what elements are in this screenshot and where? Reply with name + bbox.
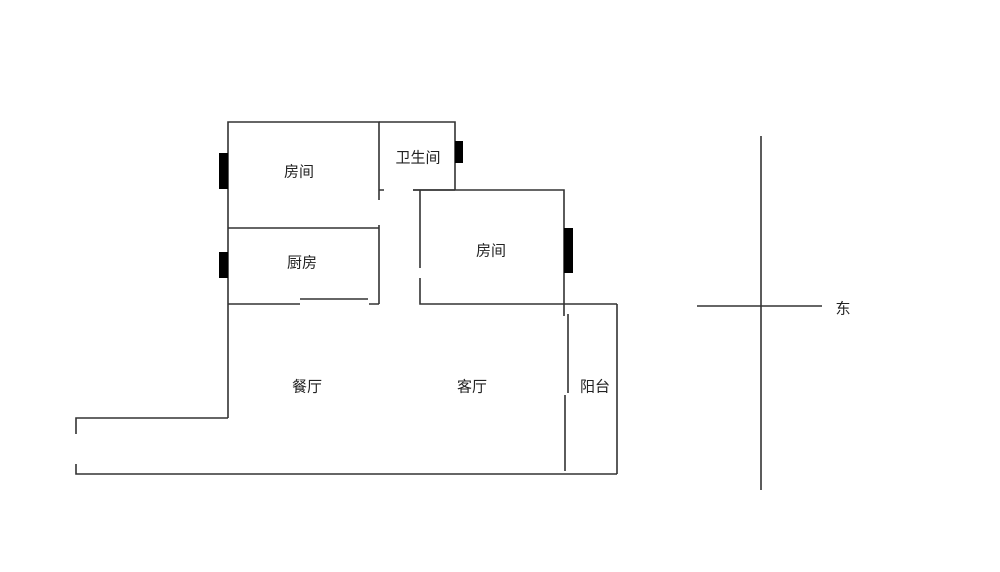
walls — [75, 121, 618, 475]
balcony-walls — [564, 304, 618, 474]
window-bedroom-1 — [219, 153, 228, 189]
label-living-room: 客厅 — [457, 378, 487, 396]
window-kitchen — [219, 252, 228, 278]
label-dining-room: 餐厅 — [292, 378, 322, 396]
outer-walls — [75, 417, 617, 475]
windows — [219, 141, 573, 278]
label-bedroom-2: 房间 — [476, 242, 506, 260]
room-labels: 房间 卫生间 房间 厨房 餐厅 客厅 阳台 — [284, 149, 610, 396]
compass-east-label: 东 — [835, 300, 850, 318]
window-bathroom — [455, 141, 463, 163]
window-bedroom-2 — [564, 228, 573, 273]
label-balcony: 阳台 — [580, 378, 610, 396]
label-kitchen: 厨房 — [287, 254, 317, 272]
label-bedroom-1: 房间 — [284, 163, 314, 181]
bedroom-2-walls — [413, 189, 617, 316]
label-bathroom: 卫生间 — [395, 149, 440, 167]
kitchen-walls — [228, 298, 379, 305]
compass: 东 — [697, 136, 851, 490]
